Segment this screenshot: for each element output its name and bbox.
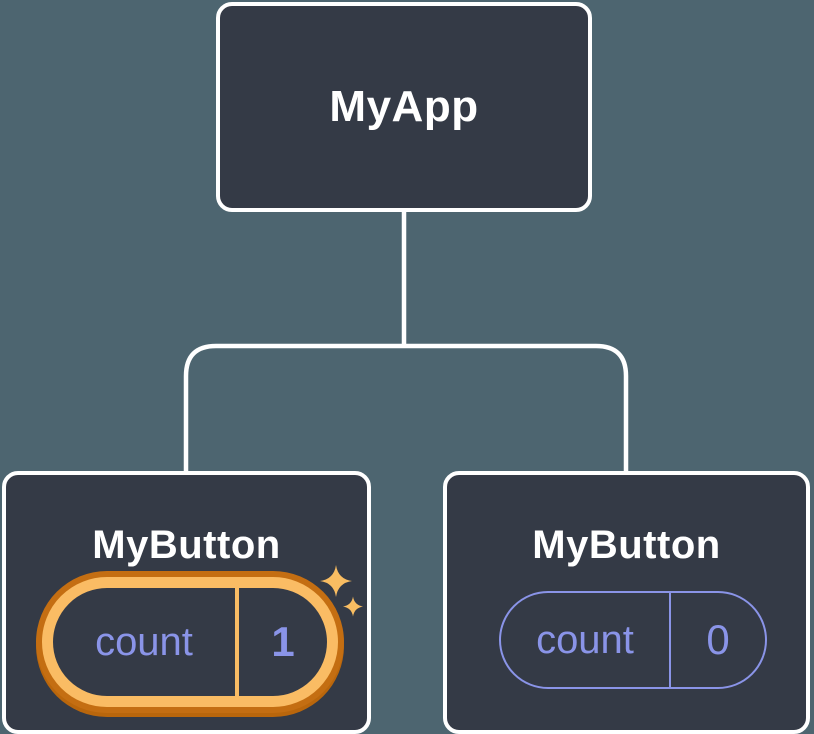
- state-key-label: count: [95, 619, 193, 664]
- node-myapp-label: MyApp: [329, 82, 479, 131]
- connector-branch: [183, 343, 629, 475]
- node-mybutton-left-label: MyButton: [92, 523, 281, 567]
- node-mybutton-right-label: MyButton: [532, 523, 721, 567]
- state-pill-idle: count 0: [499, 591, 767, 689]
- node-mybutton-right: MyButton count 0: [443, 471, 810, 734]
- state-value: 1: [235, 588, 327, 696]
- state-pill-highlighted: count 1: [42, 577, 338, 707]
- state-key-label: count: [536, 617, 634, 662]
- node-myapp: MyApp: [216, 2, 592, 212]
- state-value: 0: [669, 593, 765, 687]
- node-mybutton-left: MyButton count 1: [2, 471, 371, 734]
